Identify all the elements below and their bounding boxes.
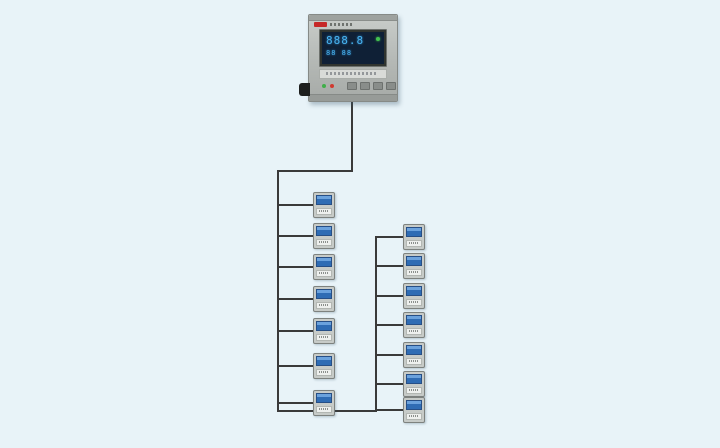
- sensor-module-r6: [403, 371, 425, 397]
- display-bezel: 888.8 88 88: [319, 29, 387, 67]
- sensor-label-text: [409, 360, 419, 362]
- display-line1: 888.8: [326, 34, 365, 47]
- sensor-module-r5: [403, 342, 425, 368]
- sensor-display: [406, 374, 422, 384]
- sensor-module-r4: [403, 312, 425, 338]
- right-bus-wire: [375, 236, 377, 412]
- sensor-module-l3: [313, 254, 335, 280]
- sensor-display: [406, 256, 422, 266]
- stub-wire-r7: [377, 409, 403, 411]
- sensor-display: [406, 227, 422, 237]
- sensor-label: [406, 413, 422, 420]
- power-led: [322, 84, 326, 88]
- sensor-module-l5: [313, 318, 335, 344]
- key-button: [386, 82, 396, 90]
- digital-display: 888.8 88 88: [322, 32, 384, 64]
- sensor-label-text: [319, 210, 329, 212]
- sensor-module-r3: [403, 283, 425, 309]
- keypad: [347, 82, 396, 90]
- model-label-text: [326, 72, 378, 75]
- sensor-label-text: [319, 304, 329, 306]
- alarm-controller-unit: 888.8 88 88: [299, 14, 398, 102]
- sensor-label-text: [319, 241, 329, 243]
- sensor-label-text: [319, 408, 329, 410]
- sensor-display: [406, 315, 422, 325]
- sensor-display: [406, 286, 422, 296]
- sensor-module-r1: [403, 224, 425, 250]
- stub-wire-l2: [279, 235, 313, 237]
- indicator-leds: [322, 84, 334, 88]
- sensor-label-text: [409, 301, 419, 303]
- sensor-module-l6: [313, 353, 335, 379]
- main-drop-wire: [351, 100, 353, 172]
- stub-wire-r4: [377, 324, 403, 326]
- sensor-label: [406, 240, 422, 247]
- sensor-label-text: [409, 330, 419, 332]
- display-status-led: [376, 37, 380, 41]
- sensor-label: [406, 328, 422, 335]
- sensor-label-text: [409, 242, 419, 244]
- sensor-label-text: [409, 415, 419, 417]
- key-button: [360, 82, 370, 90]
- key-button: [347, 82, 357, 90]
- sensor-label: [316, 302, 332, 309]
- key-button: [373, 82, 383, 90]
- sensor-display: [316, 226, 332, 236]
- sensor-label: [406, 358, 422, 365]
- sensor-label-text: [319, 336, 329, 338]
- sensor-module-l4: [313, 286, 335, 312]
- sensor-display: [316, 393, 332, 403]
- stub-wire-r2: [377, 265, 403, 267]
- sensor-module-l2: [313, 223, 335, 249]
- sensor-display: [316, 257, 332, 267]
- side-horn: [299, 83, 310, 96]
- stub-wire-l5: [279, 330, 313, 332]
- brand-text: [330, 23, 352, 26]
- stub-wire-l1: [279, 204, 313, 206]
- sensor-label-text: [319, 371, 329, 373]
- brand-logo: [314, 22, 327, 27]
- sensor-label: [316, 208, 332, 215]
- sensor-display: [316, 321, 332, 331]
- sensor-label: [406, 387, 422, 394]
- sensor-label: [316, 406, 332, 413]
- stub-wire-l7: [279, 402, 313, 404]
- stub-wire-r6: [377, 383, 403, 385]
- stub-wire-r5: [377, 354, 403, 356]
- controller-lid: [309, 15, 397, 21]
- sensor-label: [316, 334, 332, 341]
- sensor-label-text: [409, 271, 419, 273]
- sensor-label-text: [319, 272, 329, 274]
- sensor-label: [316, 369, 332, 376]
- left-bus-wire: [277, 170, 279, 412]
- stub-wire-l3: [279, 266, 313, 268]
- sensor-module-l7: [313, 390, 335, 416]
- alarm-led: [330, 84, 334, 88]
- sensor-label: [316, 270, 332, 277]
- model-label-strip: [319, 69, 387, 79]
- stub-wire-r1: [377, 236, 403, 238]
- sensor-display: [406, 400, 422, 410]
- sensor-display: [316, 195, 332, 205]
- sensor-module-l1: [313, 192, 335, 218]
- stub-wire-l4: [279, 298, 313, 300]
- sensor-label: [406, 299, 422, 306]
- stub-wire-r3: [377, 295, 403, 297]
- sensor-display: [316, 289, 332, 299]
- sensor-label: [406, 269, 422, 276]
- sensor-label-text: [409, 389, 419, 391]
- branch-wire-top: [277, 170, 353, 172]
- sensor-module-r7: [403, 397, 425, 423]
- sensor-display: [406, 345, 422, 355]
- display-line2: 88 88: [326, 49, 353, 57]
- sensor-label: [316, 239, 332, 246]
- controller-base: [309, 94, 397, 101]
- sensor-display: [316, 356, 332, 366]
- sensor-module-r2: [403, 253, 425, 279]
- stub-wire-l6: [279, 365, 313, 367]
